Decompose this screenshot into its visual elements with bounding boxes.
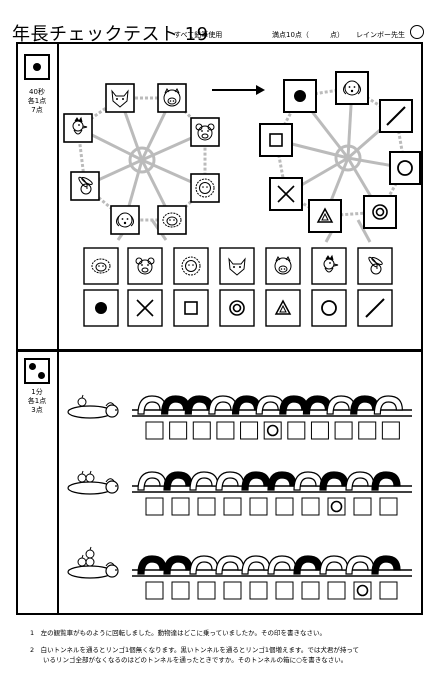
answer-box[interactable] [311, 422, 328, 439]
instruction-1: 1 左の観覧車がものように回転しました。動物達はどこに乗っていましたか。その印を… [30, 628, 326, 638]
answer-box[interactable] [276, 498, 293, 515]
black-tunnel-icon [138, 556, 166, 574]
answer-box[interactable] [217, 422, 234, 439]
dog-with-apples-icon [68, 471, 118, 494]
answer-box[interactable] [193, 422, 210, 439]
dog-with-apples-icon [68, 547, 118, 578]
answer-box[interactable] [359, 422, 376, 439]
white-tunnel-icon [190, 472, 218, 490]
black-tunnel-icon [164, 556, 192, 574]
white-tunnel-icon [190, 556, 218, 574]
black-tunnel-icon [294, 556, 322, 574]
instruction-2a: 2 白いトンネルを通るとリンゴ1個無くなります。黒いトンネルを通るとリンゴ1個増… [30, 645, 359, 655]
answer-box[interactable] [198, 498, 215, 515]
white-tunnel-icon [294, 472, 322, 490]
answer-box[interactable] [288, 422, 305, 439]
answer-box[interactable] [276, 582, 293, 599]
white-tunnel-icon [374, 396, 402, 414]
tunnel-rows [68, 395, 412, 599]
answer-box[interactable] [198, 582, 215, 599]
rotation-arrow-icon [212, 85, 265, 95]
black-tunnel-icon [164, 472, 192, 490]
tunnel-row [68, 547, 412, 599]
answer-box[interactable] [302, 582, 319, 599]
black-tunnel-icon [320, 472, 348, 490]
white-tunnel-icon [346, 472, 374, 490]
answer-box[interactable] [172, 498, 189, 515]
tunnel-row [68, 395, 412, 439]
answer-box[interactable] [335, 422, 352, 439]
black-tunnel-icon [372, 472, 400, 490]
white-tunnel-icon [138, 472, 166, 490]
answer-box[interactable] [224, 582, 241, 599]
answer-box[interactable] [224, 498, 241, 515]
answer-box[interactable] [146, 422, 163, 439]
black-tunnel-icon [372, 556, 400, 574]
white-tunnel-icon [216, 472, 244, 490]
answer-box[interactable] [146, 498, 163, 515]
dog-with-apples-icon [68, 395, 118, 418]
answer-table [84, 248, 392, 326]
black-tunnel-icon [268, 472, 296, 490]
answer-box[interactable] [264, 422, 281, 439]
white-tunnel-icon [216, 556, 244, 574]
answer-box[interactable] [146, 582, 163, 599]
white-tunnel-icon [346, 556, 374, 574]
white-tunnel-icon [242, 556, 270, 574]
answer-box[interactable] [172, 582, 189, 599]
answer-box[interactable] [328, 582, 345, 599]
black-tunnel-icon [242, 472, 270, 490]
answer-box[interactable] [241, 422, 258, 439]
answer-box[interactable] [250, 498, 267, 515]
ferris-wheel-left [64, 84, 219, 240]
answer-box[interactable] [250, 582, 267, 599]
instruction-2b: いるリンゴ全部がなくなるのはどのトンネルを通ったときですか。そのトンネルの箱に○… [30, 655, 347, 665]
answer-box[interactable] [380, 498, 397, 515]
answer-box[interactable] [354, 582, 371, 599]
tunnel-row [68, 471, 412, 515]
answer-box[interactable] [170, 422, 187, 439]
ferris-wheel-right [260, 72, 420, 242]
white-tunnel-icon [320, 556, 348, 574]
answer-box[interactable] [354, 498, 371, 515]
answer-box[interactable] [380, 582, 397, 599]
answer-box[interactable] [328, 498, 345, 515]
answer-box[interactable] [302, 498, 319, 515]
answer-box[interactable] [382, 422, 399, 439]
white-tunnel-icon [268, 556, 296, 574]
